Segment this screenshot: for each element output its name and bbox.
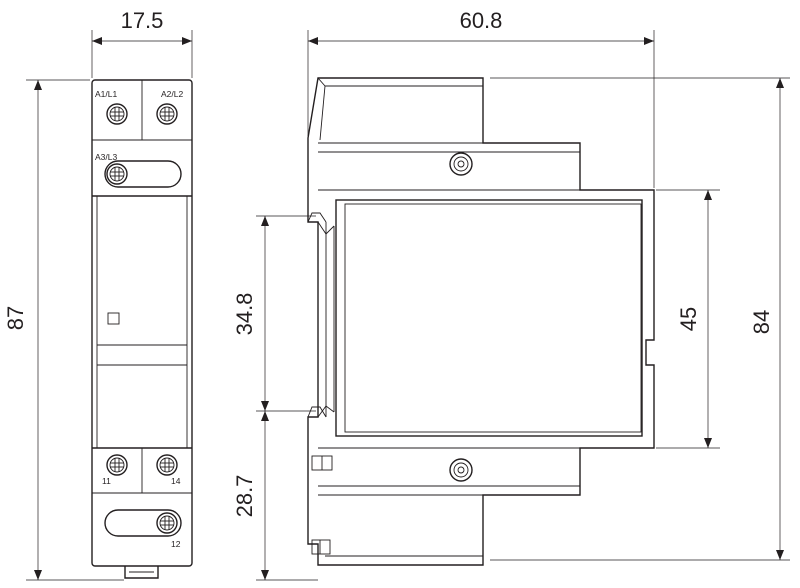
status-indicator-window xyxy=(107,312,120,325)
screw-terminal-a1l1 xyxy=(106,103,128,125)
dimension-side-depth: 60.8 xyxy=(307,8,655,188)
side-view xyxy=(307,77,655,566)
side-screw-top xyxy=(449,152,473,176)
side-label-window xyxy=(335,199,643,437)
screw-terminal-12 xyxy=(156,512,178,534)
dimension-front-height: 87 xyxy=(3,79,124,581)
terminal-slot-top xyxy=(104,160,182,188)
terminal-label-12: 12 xyxy=(171,539,181,549)
screw-terminal-11 xyxy=(106,454,128,476)
dimension-side-height: 84 xyxy=(490,77,790,561)
front-view: A1/L1 A2/L2 A3/L3 11 14 12 xyxy=(91,79,193,579)
side-screw-bottom xyxy=(449,458,473,482)
dimension-lower-offset: 28.7 xyxy=(232,411,318,581)
terminal-label-a2l2: A2/L2 xyxy=(161,89,183,99)
terminal-label-a1l1: A1/L1 xyxy=(95,89,117,99)
dimension-label-front-width: 17.5 xyxy=(121,8,164,33)
terminal-label-a3l3: A3/L3 xyxy=(95,152,117,162)
din-clip-front xyxy=(124,566,159,579)
terminal-label-11: 11 xyxy=(102,476,111,486)
screw-terminal-14 xyxy=(156,454,178,476)
dimension-label-side-height: 84 xyxy=(749,310,774,334)
dimension-label-window-height: 45 xyxy=(676,307,701,331)
dimension-upper-offset: 34.8 xyxy=(232,215,316,412)
screw-terminal-a3l3 xyxy=(106,163,128,185)
terminal-label-14: 14 xyxy=(171,476,181,486)
dimension-label-lower-offset: 28.7 xyxy=(232,475,257,518)
din-clip-side-lower xyxy=(311,539,331,555)
dimension-label-upper-offset: 34.8 xyxy=(232,293,257,336)
terminal-slot-bottom xyxy=(104,509,182,537)
side-label-window-inner xyxy=(344,203,642,433)
side-body-outline xyxy=(307,77,655,566)
dimension-label-side-depth: 60.8 xyxy=(460,8,503,33)
dimension-label-front-height: 87 xyxy=(3,306,28,330)
dimension-window-height: 45 xyxy=(656,189,720,449)
screw-terminal-a2l2 xyxy=(156,103,178,125)
dimension-front-width: 17.5 xyxy=(91,8,193,78)
